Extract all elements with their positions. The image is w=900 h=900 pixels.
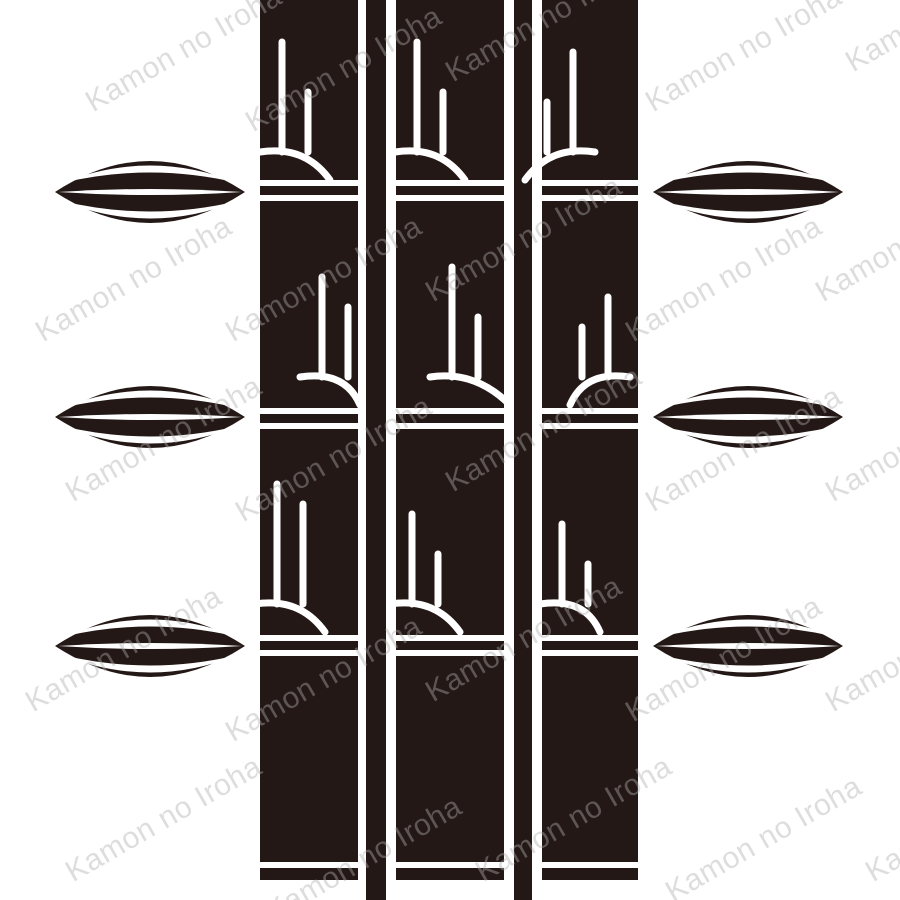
culm-node-line (260, 423, 358, 429)
culm-node-line (260, 635, 358, 641)
bamboo-shoot (296, 273, 364, 409)
bamboo-shoot (426, 263, 514, 409)
shoot-mound (386, 599, 464, 636)
culm-node-line (542, 195, 638, 201)
culm-node-line (396, 650, 504, 656)
bamboo-bud-icon (55, 615, 245, 677)
bamboo-culm-group (251, 0, 638, 900)
bamboo-shoot (386, 510, 464, 636)
shoot-mound (566, 372, 634, 409)
culm-base-line (396, 862, 504, 868)
culm-node-line (260, 650, 358, 656)
culm-base-line (260, 862, 358, 868)
bamboo-bud-icon (653, 615, 843, 677)
culm-gap (532, 0, 542, 900)
bamboo-culm (396, 0, 504, 880)
shoot-mound (426, 372, 514, 409)
shoot-mound (251, 599, 329, 636)
culm-body (396, 0, 504, 880)
shoot-mound (536, 599, 604, 636)
culm-node-line (396, 195, 504, 201)
culm-node-line (542, 650, 638, 656)
culm-node-line (542, 180, 638, 186)
bamboo-shoot (391, 38, 469, 184)
shoot-mound (521, 147, 599, 184)
culm-node-line (260, 408, 358, 414)
culm-body (542, 0, 638, 880)
culm-node-line (396, 635, 504, 641)
bamboo-bud-icon (653, 161, 843, 223)
bamboo-bud-icon (55, 161, 245, 223)
bamboo-shoot (251, 480, 329, 636)
bamboo-shoot (566, 293, 634, 409)
culm-gap (504, 0, 514, 900)
bamboo-culm (542, 0, 638, 880)
divider-pole (366, 0, 386, 900)
bamboo-bud-icon (55, 386, 245, 448)
bamboo-shoot (256, 38, 334, 184)
divider-pole (514, 0, 532, 900)
culm-node-line (260, 180, 358, 186)
bamboo-shoot (536, 520, 604, 636)
culm-node-line (542, 408, 638, 414)
culm-node-line (396, 408, 504, 414)
culm-node-line (542, 423, 638, 429)
culm-gap (386, 0, 396, 900)
shoot-mound (391, 147, 469, 184)
shoot-mound (296, 372, 364, 409)
culm-node-line (260, 195, 358, 201)
shoot-mound (256, 147, 334, 184)
culm-base-line (542, 862, 638, 868)
bamboo-shoot (521, 48, 599, 184)
culm-gap (358, 0, 366, 900)
culm-node-line (542, 635, 638, 641)
culm-node-line (396, 423, 504, 429)
bamboo-bud-icon (653, 386, 843, 448)
culm-node-line (396, 180, 504, 186)
